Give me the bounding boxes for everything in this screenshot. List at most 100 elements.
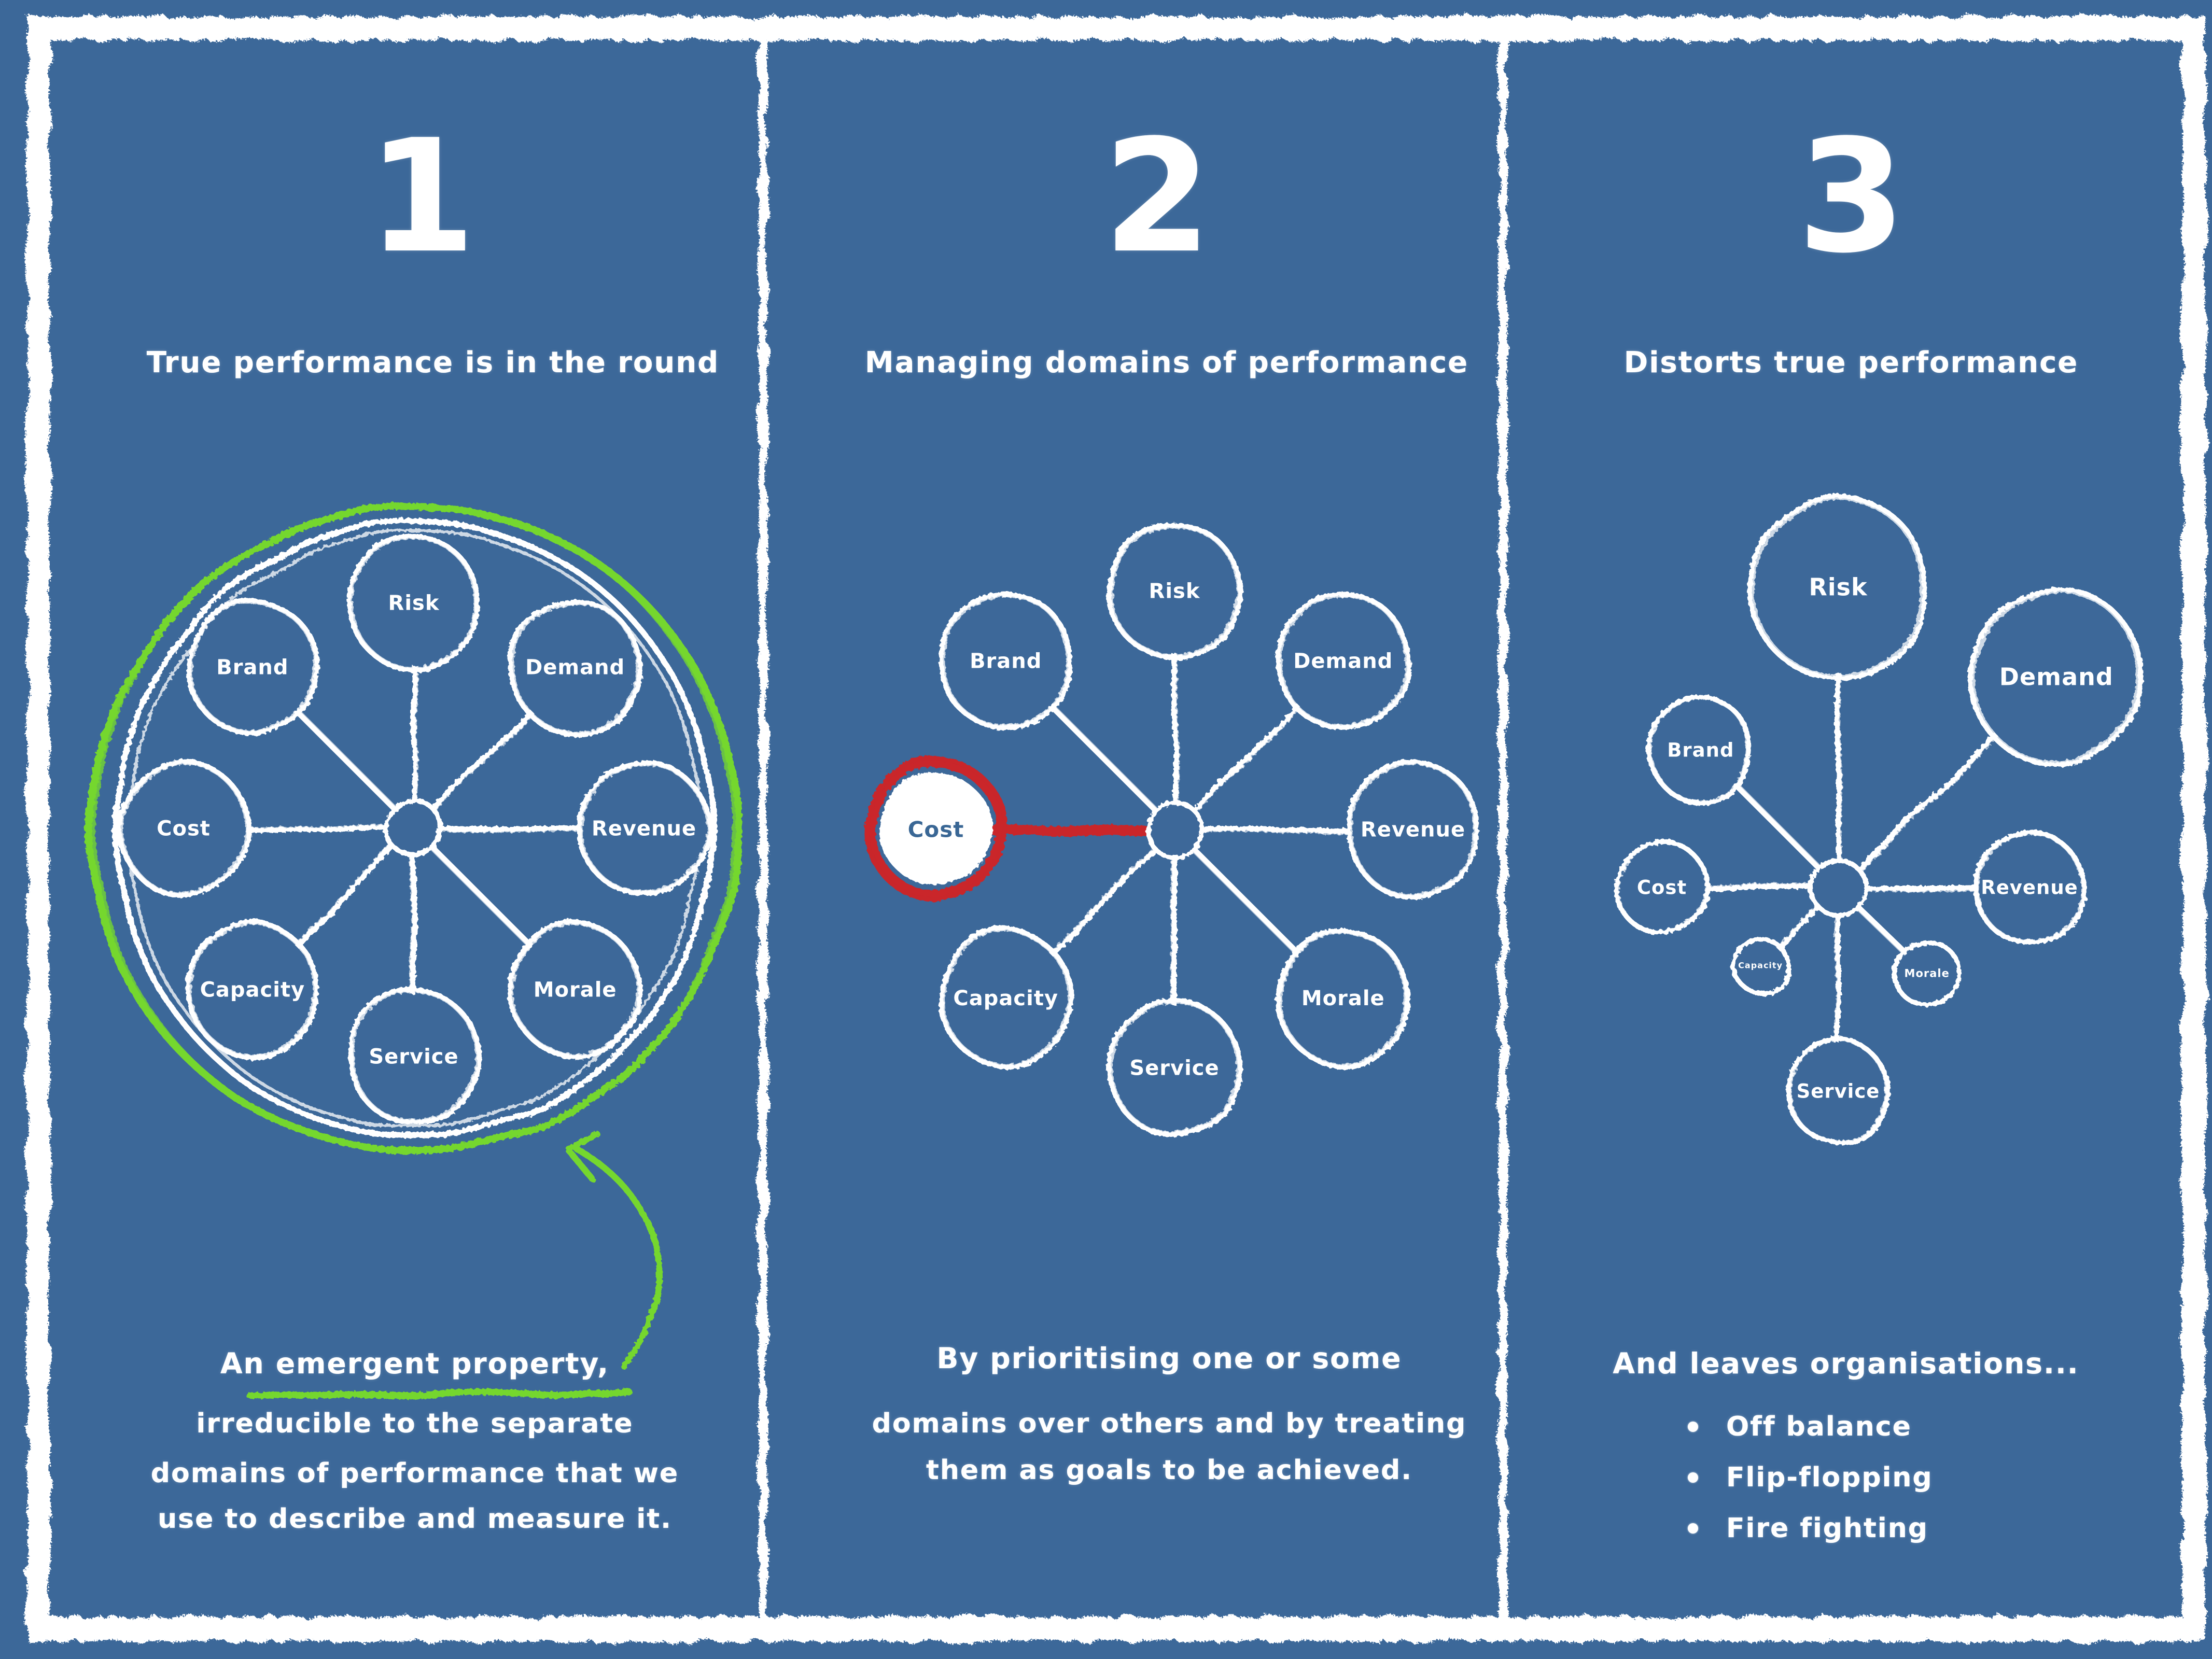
node-label-risk: Risk — [1809, 573, 1868, 601]
node-label-morale: Morale — [534, 978, 617, 1002]
chalk-frame — [27, 17, 2206, 1641]
node-risk-ring — [1107, 521, 1242, 661]
node-demand-ring — [508, 598, 642, 736]
panel-1-caption-line: use to describe and measure it. — [158, 1503, 672, 1535]
diagram-labels: RiskDemandRevenueMoraleServiceCapacityCo… — [157, 592, 696, 1069]
node-risk-fill — [1753, 502, 1924, 673]
panel-3-number: 3 — [1797, 106, 1908, 287]
whole-circle — [113, 518, 715, 1138]
node-morale-ring — [1279, 931, 1407, 1065]
node-demand-fill — [1973, 594, 2139, 760]
node-label-revenue: Revenue — [1361, 818, 1465, 842]
node-label-demand: Demand — [1999, 663, 2113, 691]
node-service-fill — [1791, 1044, 1885, 1138]
node-cost-ring — [117, 760, 250, 897]
node-label-brand: Brand — [970, 649, 1042, 673]
list-item: Fire fighting — [1688, 1510, 1928, 1547]
node-risk-ring — [347, 534, 481, 672]
node-revenue-ring — [1349, 763, 1477, 896]
hub-ring — [1147, 801, 1202, 858]
node-capacity-fill — [943, 935, 1069, 1061]
node-label-capacity: Capacity — [1738, 960, 1783, 970]
node-service-ring — [347, 988, 481, 1126]
node-revenue-fill — [1350, 767, 1476, 892]
node-brand-ring — [186, 598, 319, 736]
node-cost-ring — [1614, 838, 1710, 937]
bullet-icon — [1688, 1523, 1698, 1534]
node-risk-fill — [352, 541, 475, 665]
panel-1-caption-line: An emergent property, — [220, 1347, 610, 1380]
node-cost-fill — [1619, 845, 1704, 930]
divider-2-3 — [1499, 40, 1507, 1616]
node-risk-ring — [351, 537, 477, 669]
bullet-label: Fire fighting — [1726, 1513, 1928, 1544]
node-morale-fill — [513, 928, 637, 1052]
node-cost-ring — [870, 761, 1002, 898]
node-capacity-fill — [190, 928, 314, 1052]
node-revenue-ring — [1345, 760, 1481, 899]
frame-bottom — [27, 1616, 2187, 1641]
node-demand-fill — [1280, 598, 1406, 724]
panel-1-caption-line: irreducible to the separate — [196, 1408, 634, 1439]
node-morale-ring — [508, 921, 642, 1059]
frame-left — [27, 17, 50, 1640]
node-morale-ring — [512, 924, 638, 1056]
node-capacity-ring — [938, 928, 1074, 1068]
node-label-risk: Risk — [388, 592, 440, 615]
bullet-label: Off balance — [1726, 1411, 1912, 1442]
node-brand-ring — [1647, 695, 1754, 805]
node-risk-ring — [1747, 494, 1929, 681]
node-label-service: Service — [369, 1045, 458, 1069]
node-capacity-ring — [1733, 937, 1787, 993]
frame-top — [27, 17, 2187, 40]
panel-2-caption-line: them as goals to be achieved. — [926, 1455, 1412, 1486]
panel-1-title: True performance is in the round — [146, 346, 720, 379]
hub — [1149, 804, 1200, 855]
node-label-revenue: Revenue — [1981, 877, 2078, 899]
node-label-service: Service — [1797, 1080, 1880, 1103]
panel-1-number: 1 — [367, 106, 478, 287]
diagram-art — [87, 503, 741, 1154]
hub-ring — [1811, 859, 1866, 916]
node-revenue-fill — [1978, 836, 2081, 939]
node-brand-fill — [190, 605, 314, 729]
node-cost-fill — [879, 773, 992, 886]
node-morale-fill — [1898, 944, 1956, 1003]
node-brand-ring — [1650, 698, 1751, 803]
node-service-fill — [1112, 1005, 1237, 1131]
panel-2-number: 2 — [1103, 106, 1214, 287]
node-service-ring — [1786, 1037, 1891, 1145]
node-label-cost: Cost — [1637, 877, 1687, 899]
node-cost-ring — [1617, 841, 1707, 934]
panel-2-title: Managing domains of performance — [864, 346, 1469, 379]
node-label-brand: Brand — [216, 655, 288, 679]
bullet-label: Flip-flopping — [1726, 1462, 1933, 1493]
node-service-ring — [351, 991, 477, 1122]
node-capacity-ring — [942, 931, 1070, 1065]
hub — [388, 803, 439, 854]
frame-right — [2182, 17, 2206, 1640]
node-label-demand: Demand — [525, 655, 625, 679]
green-circle-annotation — [93, 503, 735, 1154]
bullet-icon — [1688, 1422, 1698, 1432]
node-demand-fill — [513, 605, 637, 729]
node-morale-ring — [1275, 928, 1411, 1068]
node-revenue-ring — [581, 763, 707, 894]
node-capacity-fill — [1737, 941, 1785, 989]
node-service-ring — [1107, 998, 1242, 1138]
node-service-ring — [1789, 1040, 1887, 1143]
node-label-demand: Demand — [1293, 649, 1393, 673]
node-service-ring — [1110, 1001, 1239, 1135]
node-label-risk: Risk — [1149, 580, 1200, 603]
node-risk-ring — [1110, 524, 1239, 658]
hub — [1813, 862, 1864, 913]
node-demand-ring — [1279, 594, 1407, 728]
node-label-morale: Morale — [1905, 967, 1950, 979]
node-revenue-ring — [577, 760, 711, 897]
green-underline — [246, 1389, 633, 1399]
node-morale-fill — [1280, 935, 1406, 1061]
